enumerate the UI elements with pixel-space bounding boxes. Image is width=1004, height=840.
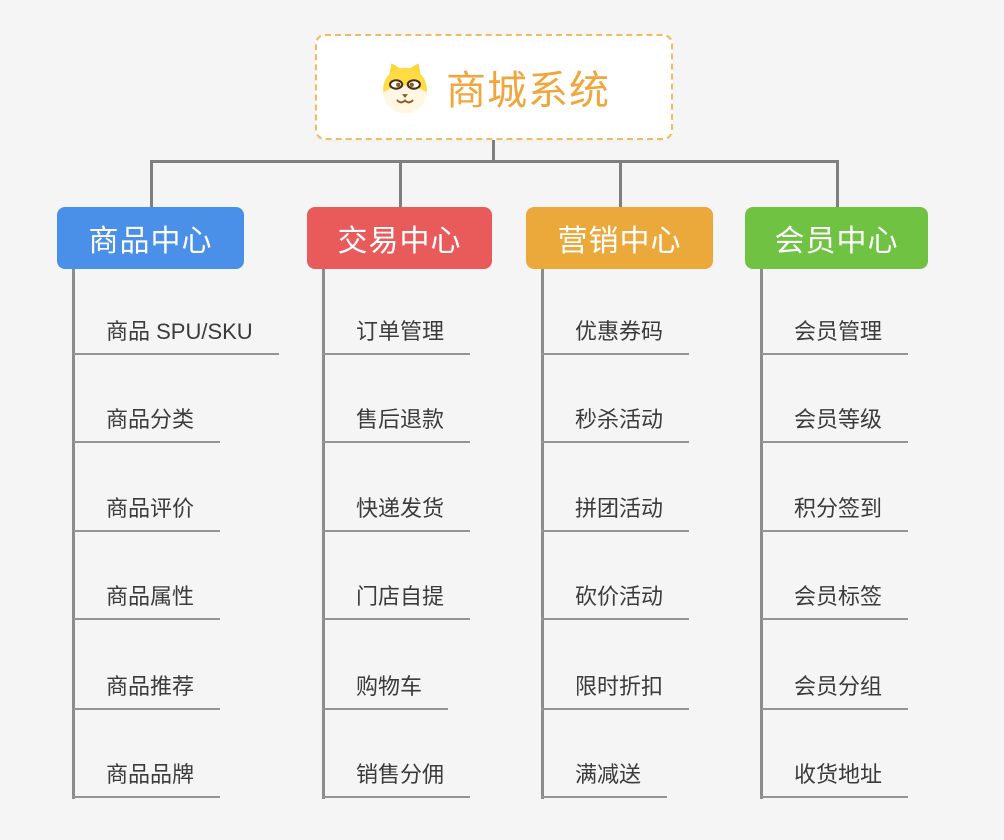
branch-item-trade-3[interactable]: 门店自提: [322, 582, 471, 620]
branch-item-members-0[interactable]: 会员管理: [760, 317, 909, 355]
branch-spine-line-products: [72, 269, 75, 799]
branch-drop-line-3: [835, 160, 839, 207]
branch-item-trade-0[interactable]: 订单管理: [322, 317, 471, 355]
branch-item-trade-5[interactable]: 销售分佣: [322, 760, 471, 798]
root-title: 商城系统: [446, 69, 610, 113]
branch-item-products-3[interactable]: 商品属性: [72, 582, 221, 620]
branch-spine-line-members: [760, 269, 763, 799]
branch-item-marketing-4[interactable]: 限时折扣: [541, 672, 690, 710]
horizontal-rail-line: [149, 160, 839, 163]
root-stem-line: [492, 140, 495, 160]
branch-spine-line-marketing: [541, 269, 544, 799]
branch-item-members-5[interactable]: 收货地址: [760, 760, 909, 798]
branch-item-products-5[interactable]: 商品品牌: [72, 760, 221, 798]
branch-item-marketing-5[interactable]: 满减送: [541, 760, 668, 798]
branch-item-products-1[interactable]: 商品分类: [72, 405, 221, 443]
branch-header-products[interactable]: 商品中心: [57, 207, 244, 269]
branch-spine-line-trade: [322, 269, 325, 799]
branch-drop-line-1: [398, 160, 402, 207]
branch-item-trade-2[interactable]: 快递发货: [322, 494, 471, 532]
branch-item-marketing-3[interactable]: 砍价活动: [541, 582, 690, 620]
branch-item-marketing-1[interactable]: 秒杀活动: [541, 405, 690, 443]
branch-item-trade-1[interactable]: 售后退款: [322, 405, 471, 443]
branch-header-marketing[interactable]: 营销中心: [526, 207, 713, 269]
branch-item-products-4[interactable]: 商品推荐: [72, 672, 221, 710]
branch-item-products-0[interactable]: 商品 SPU/SKU: [72, 317, 279, 355]
branch-item-members-2[interactable]: 积分签到: [760, 494, 909, 532]
branch-item-members-4[interactable]: 会员分组: [760, 672, 909, 710]
branch-drop-line-0: [149, 160, 153, 207]
branch-header-members[interactable]: 会员中心: [745, 207, 928, 269]
branch-item-marketing-2[interactable]: 拼团活动: [541, 494, 690, 532]
root-node[interactable]: 商城系统: [315, 34, 673, 140]
branch-header-trade[interactable]: 交易中心: [307, 207, 492, 269]
branch-drop-line-2: [618, 160, 622, 207]
branch-item-members-3[interactable]: 会员标签: [760, 582, 909, 620]
branch-item-marketing-0[interactable]: 优惠券码: [541, 317, 690, 355]
branch-item-products-2[interactable]: 商品评价: [72, 494, 221, 532]
branch-item-members-1[interactable]: 会员等级: [760, 405, 909, 443]
branch-item-trade-4[interactable]: 购物车: [322, 672, 449, 710]
dog-mascot-icon: [378, 60, 432, 114]
